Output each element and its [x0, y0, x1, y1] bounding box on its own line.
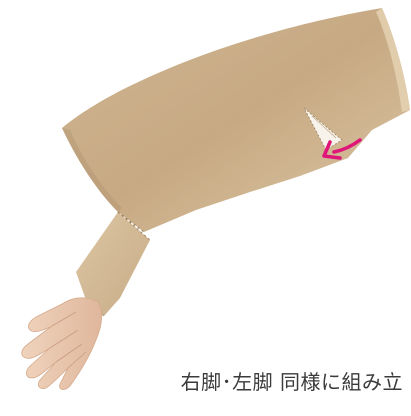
hand — [22, 298, 102, 390]
instruction-caption: 右脚･左脚 同様に組み立 — [181, 366, 403, 395]
upper-arm-piece — [62, 8, 410, 232]
